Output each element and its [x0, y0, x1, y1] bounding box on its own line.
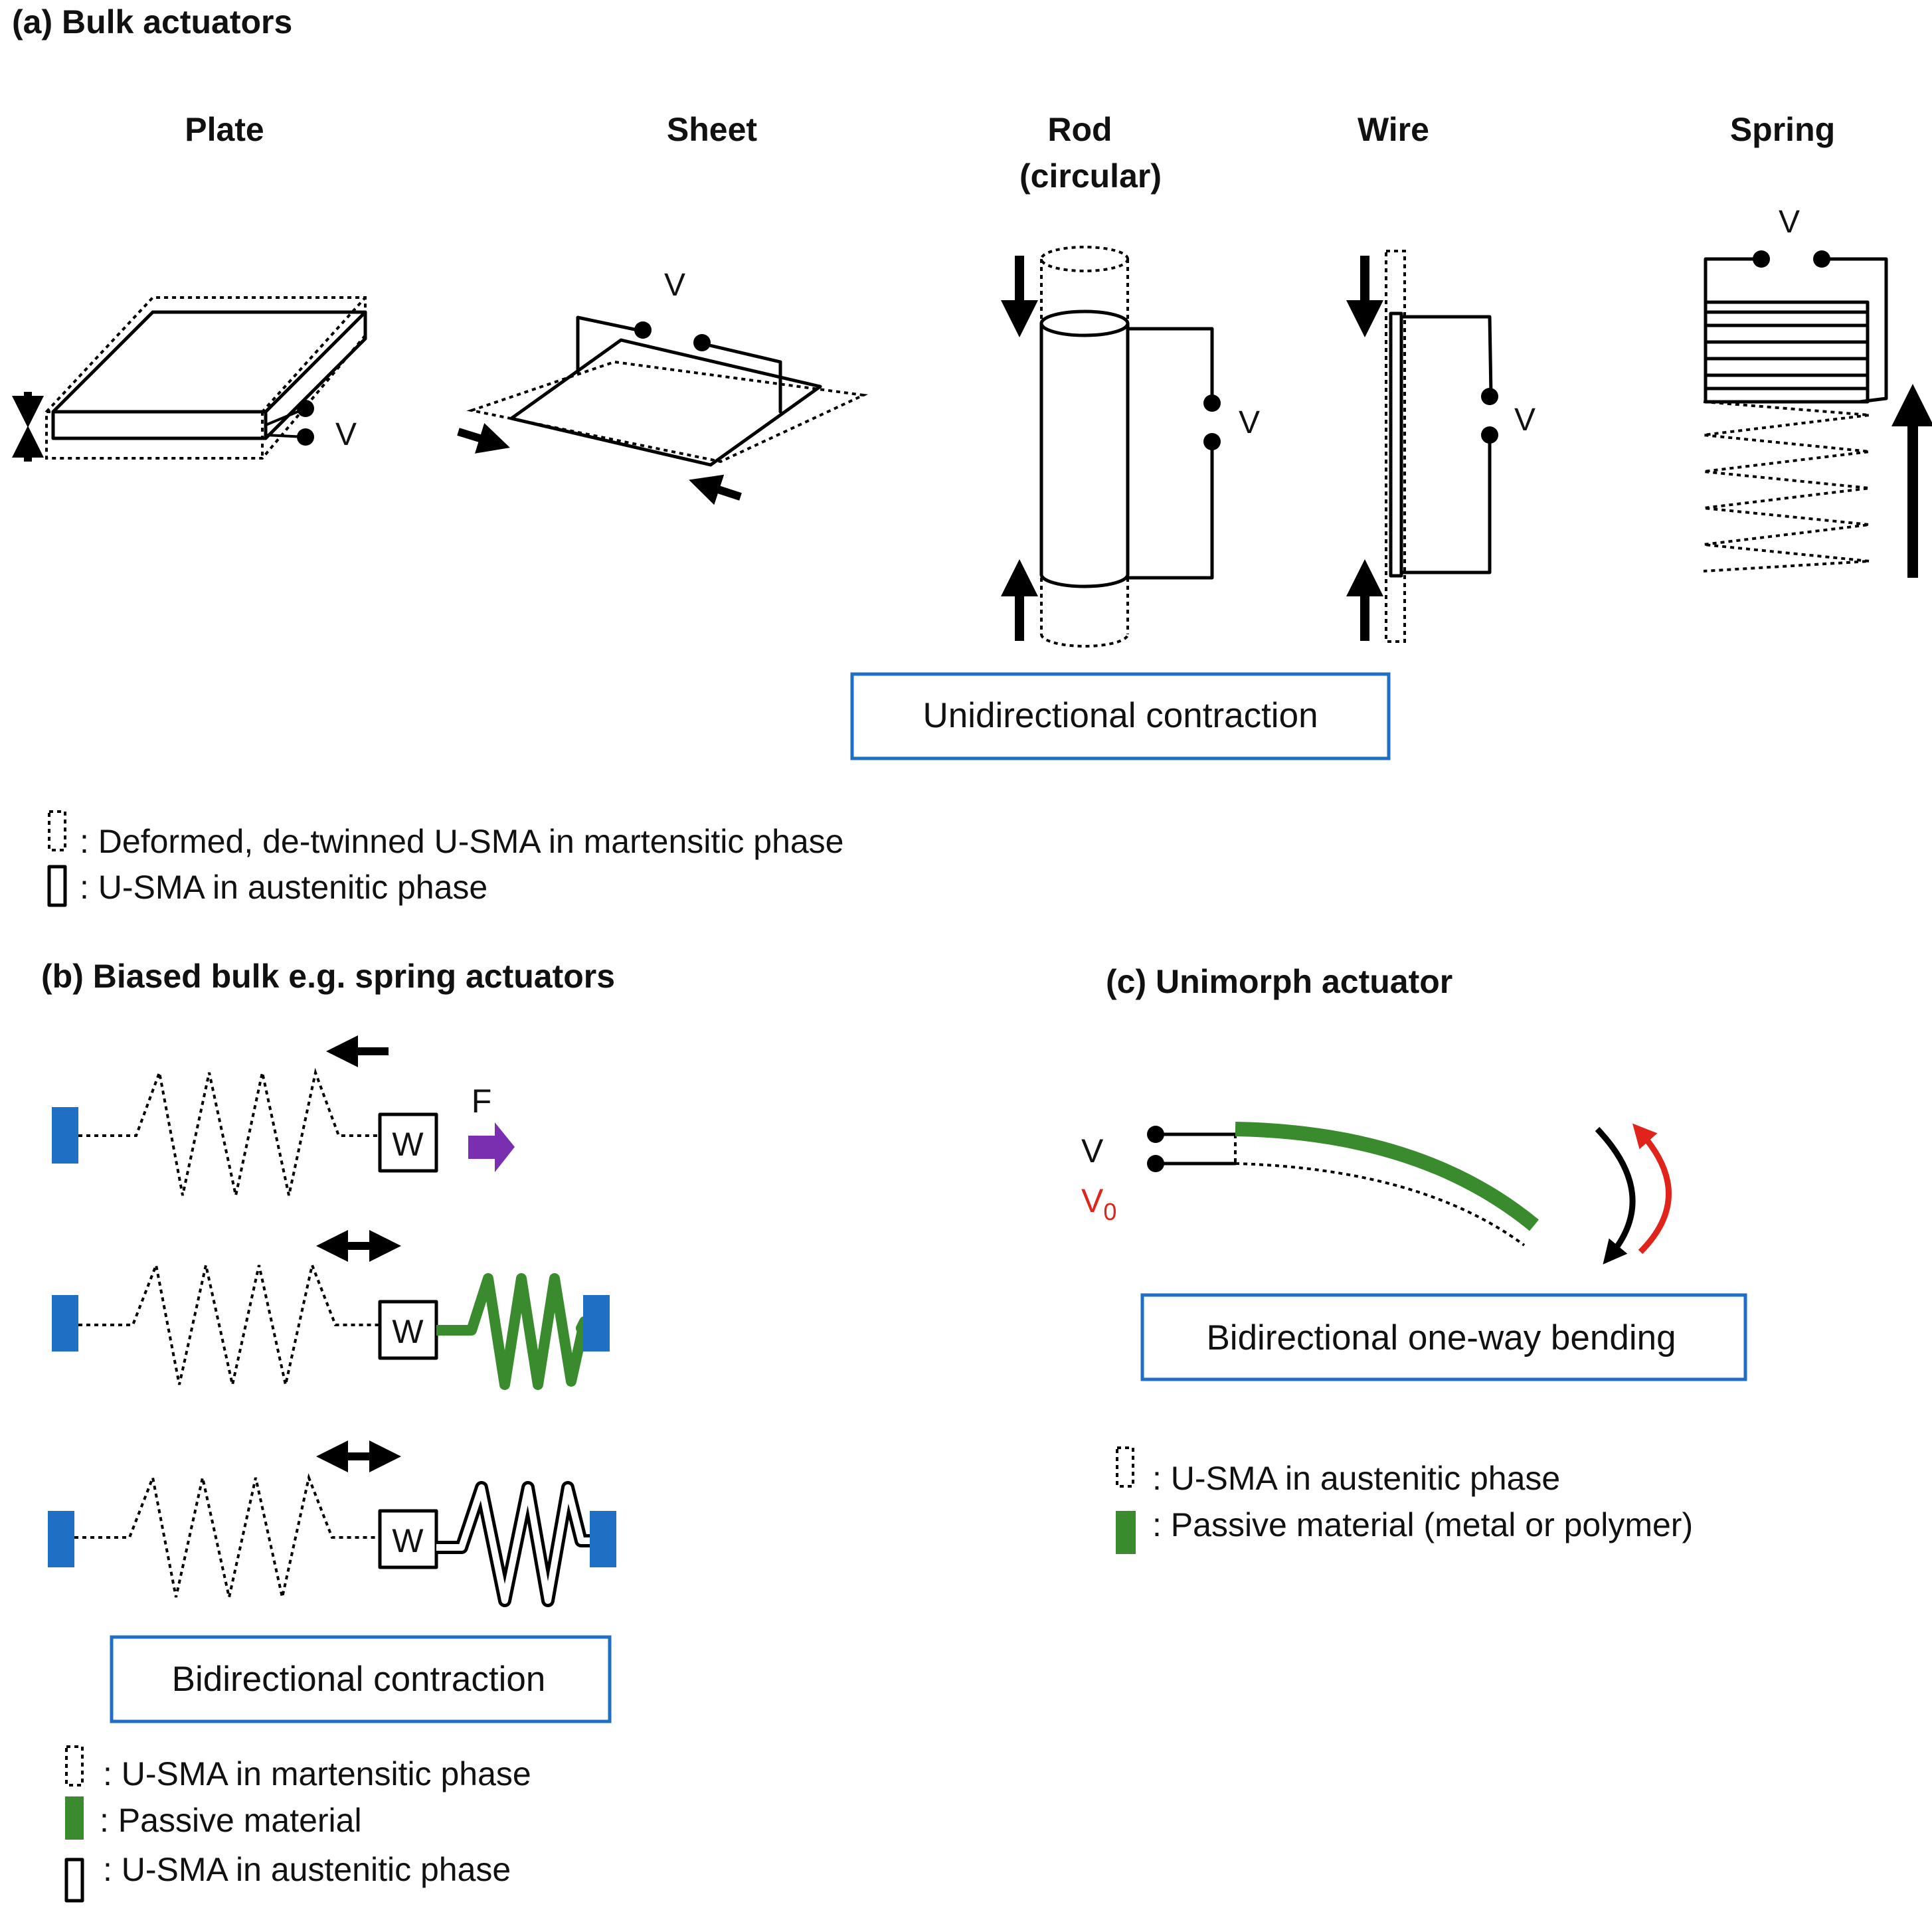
- weight-3-label: W: [392, 1522, 424, 1559]
- rod-voltage: V: [1239, 405, 1260, 440]
- passive-layer: [1235, 1122, 1539, 1231]
- sheet-diagram: V: [457, 268, 869, 505]
- anchor-5: [590, 1511, 616, 1567]
- bend-arrow-black: [1595, 1126, 1636, 1264]
- legend-b-item-2: : Passive material: [100, 1802, 362, 1839]
- panel-c: (c) Unimorph actuator V V0 Bidirectional…: [1081, 963, 1747, 1554]
- legend-b-item-1: : U-SMA in martensitic phase: [103, 1755, 531, 1792]
- unimorph-voltage: V: [1081, 1132, 1104, 1170]
- legend-a-dashed-swatch: [48, 810, 66, 851]
- result-box-a: [850, 672, 1391, 760]
- passive-spring: [436, 1273, 606, 1390]
- anchor-3: [583, 1295, 610, 1351]
- legend-a-item-1: : Deformed, de-twinned U-SMA in martensi…: [80, 823, 844, 860]
- result-b-text: Bidirectional contraction: [172, 1660, 546, 1699]
- plate-diagram: V: [11, 296, 367, 462]
- panel-a-title: (a) Bulk actuators: [12, 3, 292, 41]
- legend-b-item-3: : U-SMA in austenitic phase: [103, 1851, 511, 1888]
- anchor-1: [52, 1107, 78, 1164]
- spring-row-2: W: [52, 1230, 610, 1390]
- spring-row-1: W F: [52, 1035, 515, 1196]
- legend-b-solid-swatch: [64, 1858, 84, 1903]
- weight-3: [378, 1509, 438, 1569]
- weight-2: [378, 1300, 438, 1360]
- legend-c-item-2: : Passive material (metal or polymer): [1152, 1506, 1693, 1543]
- unimorph-diagram: V V0: [1081, 1122, 1672, 1264]
- plate-voltage: V: [335, 417, 357, 452]
- legend-c-green-swatch: [1116, 1511, 1136, 1554]
- force-arrow: [468, 1122, 515, 1172]
- sheet-label: Sheet: [667, 111, 758, 148]
- wire-label: Wire: [1358, 111, 1429, 148]
- panel-b: (b) Biased bulk e.g. spring actuators W …: [41, 958, 616, 1903]
- legend-c-dashed-swatch: [1116, 1446, 1134, 1488]
- sheet-voltage: V: [664, 268, 685, 303]
- legend-a-solid-swatch: [47, 865, 67, 907]
- weight-1: [378, 1112, 438, 1173]
- result-box-c: [1140, 1293, 1747, 1381]
- bend-arrow-red: [1632, 1123, 1672, 1255]
- weight-1-label: W: [392, 1126, 424, 1163]
- spring-row-3: W: [48, 1440, 616, 1607]
- legend-b-green-swatch: [65, 1796, 84, 1840]
- wire-diagram: V: [1346, 250, 1536, 643]
- rod-sublabel: (circular): [1019, 157, 1162, 195]
- anchor-4: [48, 1511, 74, 1567]
- rod-diagram: V: [1001, 246, 1260, 648]
- legend-b-dashed-swatch: [65, 1745, 84, 1786]
- result-box-b: [110, 1635, 612, 1723]
- legend-a-item-2: : U-SMA in austenitic phase: [80, 869, 487, 906]
- unimorph-voltage0: V0: [1081, 1182, 1116, 1225]
- anchor-2: [52, 1295, 78, 1351]
- result-c-text: Bidirectional one-way bending: [1206, 1318, 1676, 1357]
- result-a-text: Unidirectional contraction: [922, 696, 1318, 735]
- force-label: F: [472, 1083, 492, 1120]
- spring-label: Spring: [1730, 111, 1835, 148]
- panel-c-title: (c) Unimorph actuator: [1106, 963, 1452, 1000]
- spring-voltage: V: [1779, 205, 1800, 240]
- wire-voltage: V: [1514, 402, 1536, 438]
- plate-label: Plate: [185, 111, 264, 148]
- rod-label: Rod: [1047, 111, 1112, 148]
- panel-a: (a) Bulk actuators Plate Sheet Rod (circ…: [11, 3, 1932, 907]
- panel-b-title: (b) Biased bulk e.g. spring actuators: [41, 958, 615, 995]
- legend-c-item-1: : U-SMA in austenitic phase: [1152, 1460, 1560, 1497]
- spring-diagram: V: [1703, 205, 1932, 578]
- weight-2-label: W: [392, 1313, 424, 1350]
